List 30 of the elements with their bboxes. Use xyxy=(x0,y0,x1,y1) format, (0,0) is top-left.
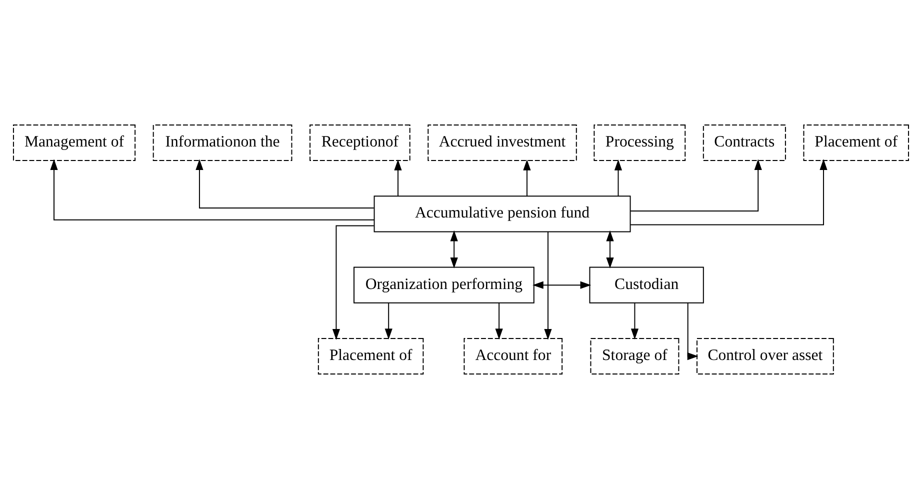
arrow xyxy=(450,230,458,268)
node-box: Account for xyxy=(464,338,563,375)
node-box: Processing xyxy=(594,124,686,162)
node-box: Custodian xyxy=(589,266,704,304)
arrow xyxy=(523,159,531,196)
node-box: Informationon the xyxy=(152,124,292,162)
node-box: Receptionof xyxy=(310,124,410,162)
arrow xyxy=(614,159,622,196)
node-box: Storage of xyxy=(590,338,680,375)
node-box: Accumulative pension fund xyxy=(374,196,631,232)
node-box: Placement of xyxy=(318,338,424,375)
arrow xyxy=(495,302,503,340)
node-box: Control over asset xyxy=(696,338,834,375)
node-box: Placement of xyxy=(803,124,910,162)
arrow xyxy=(196,159,374,208)
node-box: Accrued investment xyxy=(428,124,577,162)
arrow xyxy=(630,159,828,226)
node-box: Organization performing xyxy=(354,266,534,304)
node-box: Contracts xyxy=(702,124,786,162)
arrow xyxy=(532,281,592,289)
arrow xyxy=(606,230,614,268)
arrow xyxy=(50,159,375,220)
node-box: Management of xyxy=(12,124,136,162)
arrow xyxy=(687,302,698,360)
arrow xyxy=(332,225,374,340)
arrow xyxy=(394,159,402,196)
arrow xyxy=(630,302,639,340)
arrow xyxy=(630,159,762,212)
arrow xyxy=(384,302,392,340)
arrow xyxy=(544,231,552,340)
